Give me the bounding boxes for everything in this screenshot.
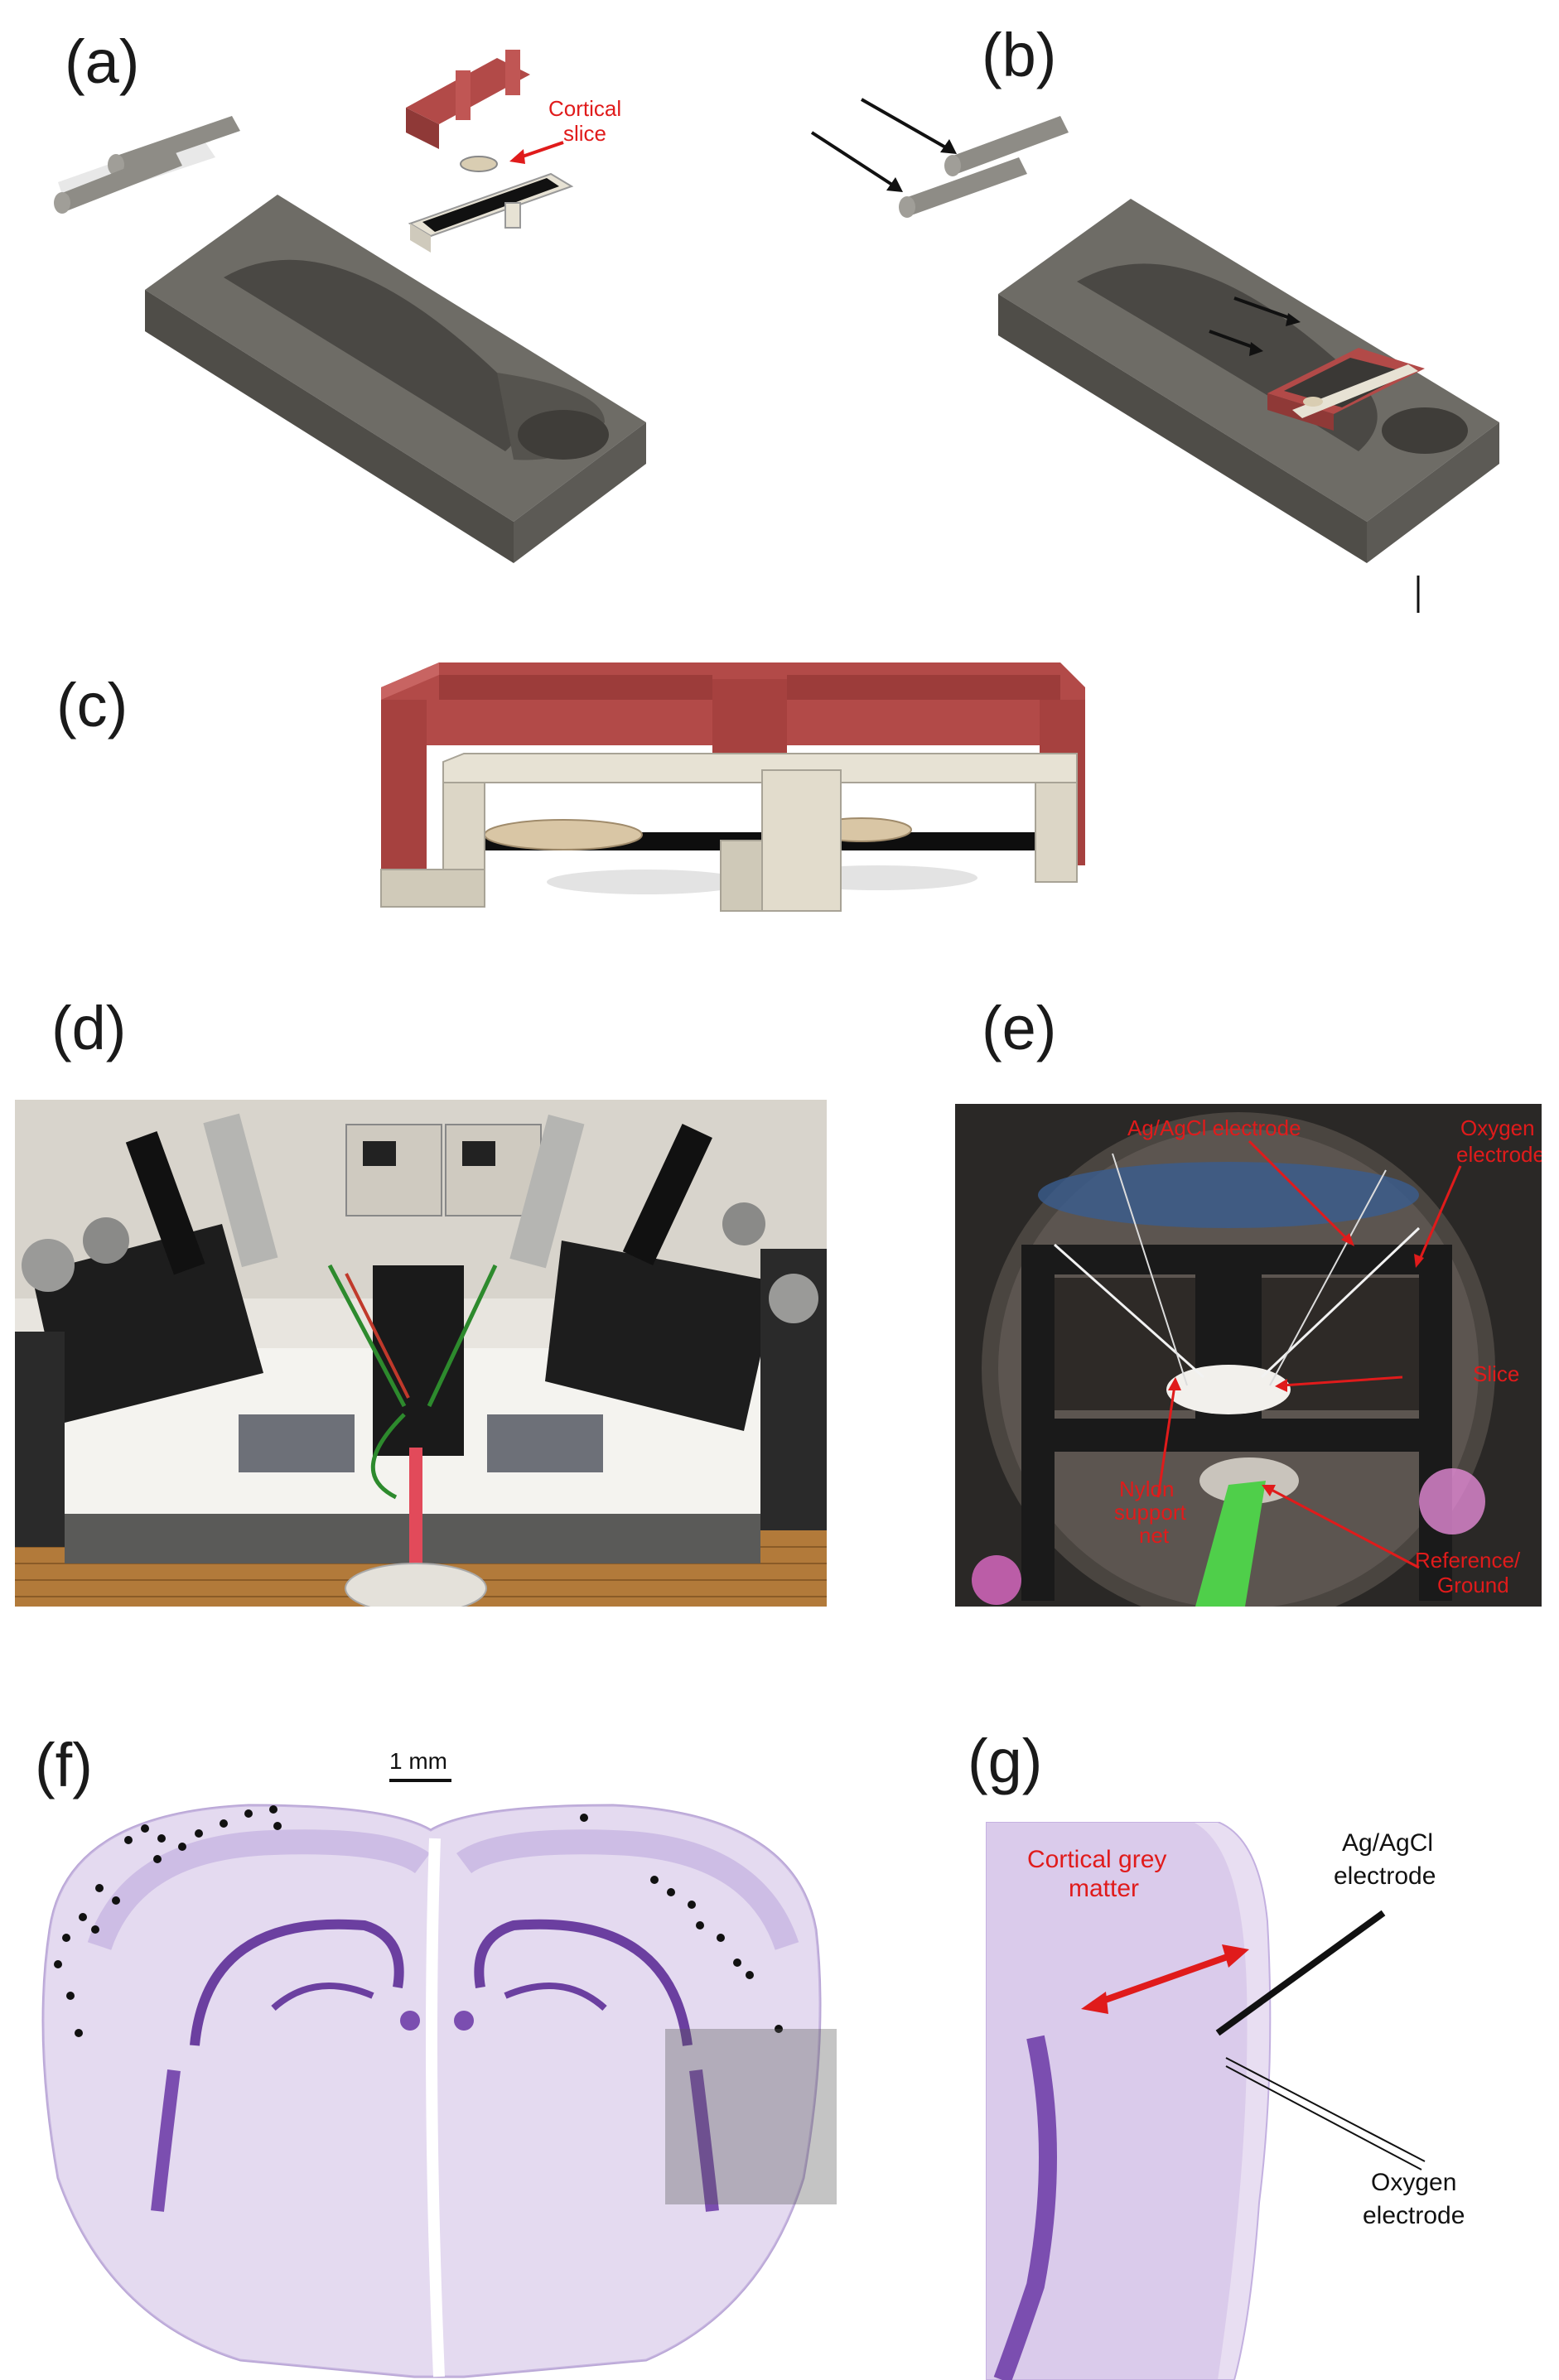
reference-ground-tube	[1195, 1481, 1266, 1607]
recording-sites-right	[580, 1814, 783, 2033]
label-oxygen-1: Oxygen	[1371, 2169, 1456, 2196]
grey-matter-arrow	[1092, 1951, 1236, 2007]
cream-holder-net	[408, 172, 574, 253]
chamber-body	[145, 195, 646, 563]
label-agcl-electrode: Ag/AgCl electrode	[1127, 1115, 1301, 1140]
label-reference-1: Reference/	[1415, 1548, 1521, 1573]
panel-e-microscope-view: Ag/AgCl electrode Oxygen electrode Slice…	[955, 1104, 1542, 1607]
panel-d-rig-photo	[15, 1100, 827, 1607]
label-oxygen-2: electrode	[1363, 2202, 1465, 2229]
annotation-arrows	[1156, 1139, 1462, 1569]
panel-label-g: (g)	[968, 1727, 1043, 1795]
hippocampus-right	[474, 1919, 693, 2046]
label-oxygen-electrode-2: electrode	[1456, 1142, 1542, 1167]
recording-sites-left	[54, 1805, 282, 2037]
label-nylon-2: support	[1114, 1500, 1186, 1525]
inlet-rod-lower	[54, 149, 182, 214]
panel-label-d: (d)	[51, 994, 127, 1062]
panel-label-a: (a)	[65, 27, 140, 96]
panel-label-b: (b)	[982, 21, 1057, 89]
cortical-slice-piece	[460, 156, 498, 172]
micromanipulator-right	[487, 1114, 827, 1530]
panel-c-holder-closeup	[380, 662, 1085, 912]
white-matter-tract	[993, 2035, 1057, 2380]
chamber-grid	[1021, 1245, 1452, 1601]
panel-a-exploded-chamber: Cortical slice	[54, 50, 646, 563]
cream-frame	[380, 753, 1078, 912]
inset-region-box	[665, 2029, 837, 2204]
red-frame	[381, 662, 1085, 890]
panel-label-e: (e)	[982, 994, 1057, 1062]
panel-f-coronal-section: 1 mm	[41, 1748, 837, 2378]
label-nylon-1: Nylon	[1119, 1477, 1174, 1501]
panel-b-assembled-chamber	[810, 98, 1499, 613]
chamber-body	[998, 199, 1499, 563]
label-matter: matter	[1069, 1875, 1139, 1902]
installed-slice-holder	[1267, 348, 1425, 431]
hippocampus-left	[190, 1919, 404, 2046]
label-reference-2: Ground	[1437, 1573, 1509, 1597]
label-cortical-grey: Cortical grey	[1027, 1846, 1166, 1873]
agcl-electrode-line	[1215, 1910, 1386, 2036]
inlet-rod-upper	[108, 116, 240, 176]
red-top-frame	[406, 50, 530, 149]
oxygen-electrode-line	[1225, 2057, 1426, 2162]
annotation-slice: slice	[563, 121, 606, 146]
panel-label-c: (c)	[56, 671, 128, 740]
slice-left	[484, 819, 643, 850]
label-slice: Slice	[1473, 1361, 1519, 1386]
annotation-cortical: Cortical	[548, 96, 621, 121]
label-agcl-1: Ag/AgCl	[1342, 1829, 1433, 1857]
label-oxygen-electrode-1: Oxygen	[1460, 1115, 1535, 1140]
slice	[1166, 1365, 1291, 1414]
panel-label-f: (f)	[35, 1731, 93, 1799]
panel-g-zoomed-cortex: Cortical grey matter Ag/AgCl electrode O…	[986, 1822, 1465, 2380]
micromanipulator-left	[15, 1113, 355, 1547]
label-agcl-2: electrode	[1334, 1862, 1436, 1890]
scale-bar-label: 1 mm	[389, 1748, 447, 1774]
flow-arrows-inlet	[810, 98, 957, 192]
label-nylon-3: net	[1139, 1523, 1170, 1548]
